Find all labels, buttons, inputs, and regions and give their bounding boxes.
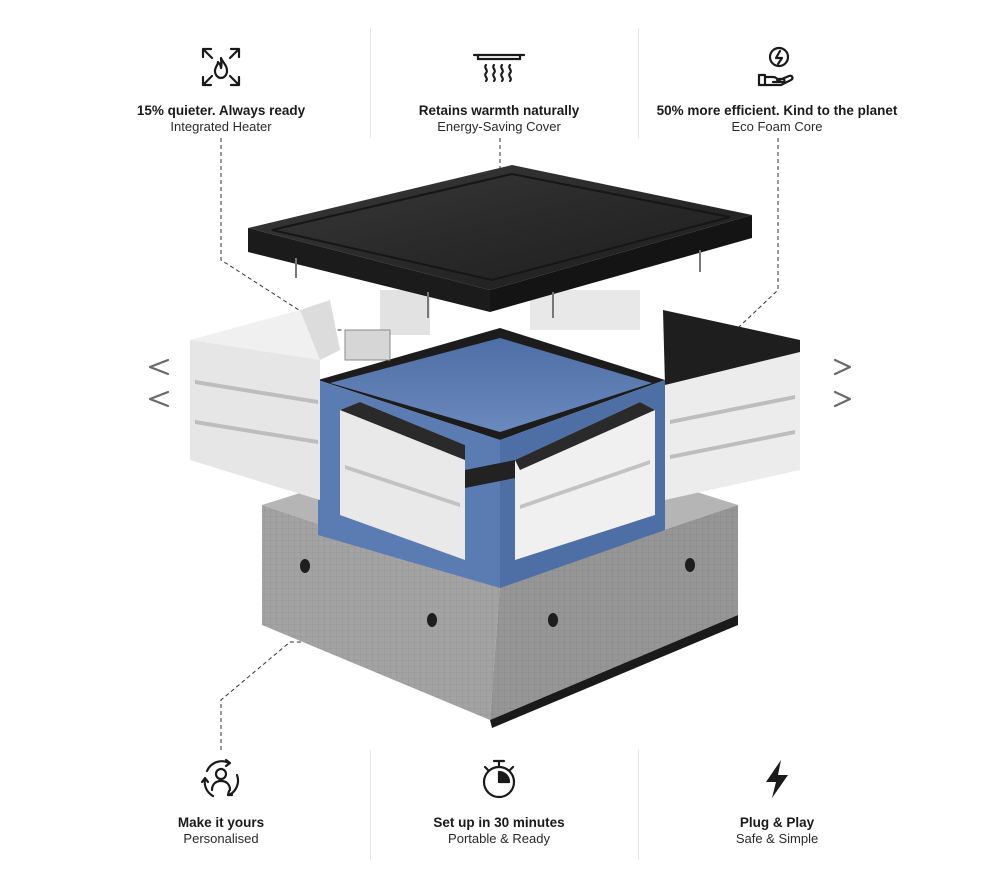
feature-title: Plug & Play <box>739 815 815 830</box>
feature-title: Retains warmth naturally <box>418 103 580 118</box>
feature-subtitle: Portable & Ready <box>448 831 550 846</box>
flame-expand-icon <box>201 47 241 87</box>
feature-title: 15% quieter. Always ready <box>136 103 306 118</box>
feature-integrated-heater: 15% quieter. Always ready Integrated Hea… <box>71 45 371 135</box>
leader-foam <box>719 138 779 346</box>
side-clips <box>148 358 852 408</box>
energy-saving-cover <box>248 165 752 318</box>
feature-subtitle: Integrated Heater <box>170 119 272 134</box>
leader-lines <box>220 138 779 750</box>
heat-vent-icon <box>472 53 526 83</box>
person-cycle-icon <box>200 758 240 798</box>
hand-energy-icon <box>757 46 794 87</box>
bottom-divider-right <box>638 750 639 860</box>
feature-personalised: Make it yours Personalised <box>71 757 371 847</box>
top-divider-right <box>638 28 639 138</box>
bottom-divider-left <box>370 750 371 860</box>
feature-title: Make it yours <box>177 815 265 830</box>
front-panels <box>340 402 655 560</box>
right-panel <box>663 310 800 500</box>
leader-base <box>220 641 372 750</box>
back-posts <box>344 290 640 361</box>
feature-portable-ready: Set up in 30 minutes Portable & Ready <box>349 757 649 847</box>
lightning-bolt-icon <box>766 760 788 798</box>
stopwatch-icon <box>482 759 516 799</box>
feature-subtitle: Eco Foam Core <box>731 119 823 134</box>
feature-title: Set up in 30 minutes <box>433 815 565 830</box>
feature-safe-simple: Plug & Play Safe & Simple <box>627 757 927 847</box>
left-panel <box>190 300 340 500</box>
feature-eco-foam-core: 50% more efficient. Kind to the planet E… <box>627 45 927 135</box>
top-divider-left <box>370 28 371 138</box>
feature-energy-saving-cover: Retains warmth naturally Energy-Saving C… <box>349 45 649 135</box>
feature-subtitle: Energy-Saving Cover <box>437 119 561 134</box>
feature-subtitle: Personalised <box>183 831 259 846</box>
feature-title: 50% more efficient. Kind to the planet <box>656 103 898 118</box>
feature-subtitle: Safe & Simple <box>735 831 819 846</box>
